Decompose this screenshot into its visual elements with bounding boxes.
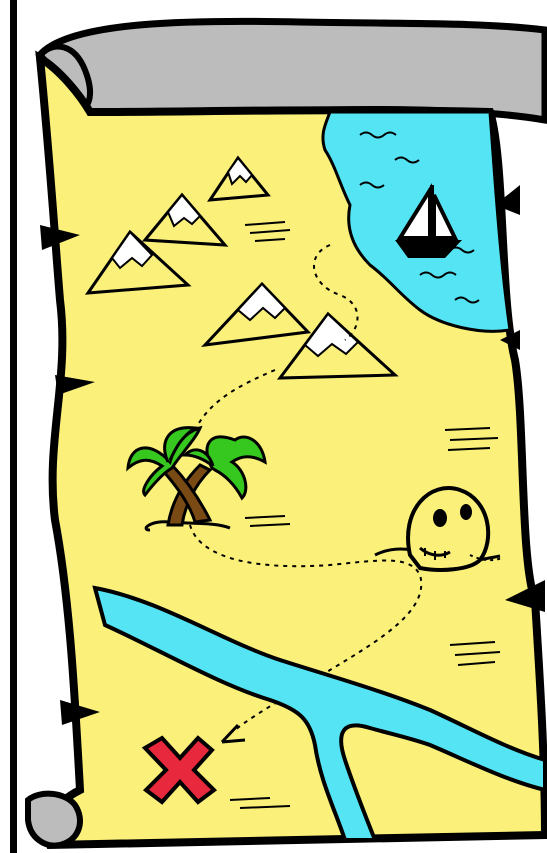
x-mark [141, 735, 218, 805]
right-edge-notch [500, 330, 520, 350]
top-scroll-roll [35, 17, 547, 124]
bottom-scroll-roll [25, 790, 83, 849]
palm-trees [126, 425, 267, 532]
left-edge-notch [55, 375, 95, 395]
palm-leaves [126, 425, 203, 498]
sailboat [395, 183, 462, 258]
left-border-line [10, 0, 17, 853]
mountain [141, 192, 229, 247]
right-edge-notch [495, 185, 520, 215]
left-edge-notch [60, 700, 100, 725]
mountain [276, 311, 399, 380]
grass-hatches [229, 221, 501, 809]
sea-waves [359, 131, 480, 304]
mountain [201, 281, 312, 348]
right-edge-notch [505, 580, 545, 612]
river [92, 585, 547, 842]
palm-leaves [205, 435, 267, 501]
mountain [207, 155, 271, 202]
skull-hill [374, 486, 503, 572]
left-edge-notch [40, 225, 80, 250]
path-arrowhead [220, 723, 246, 744]
mountain [84, 229, 192, 295]
